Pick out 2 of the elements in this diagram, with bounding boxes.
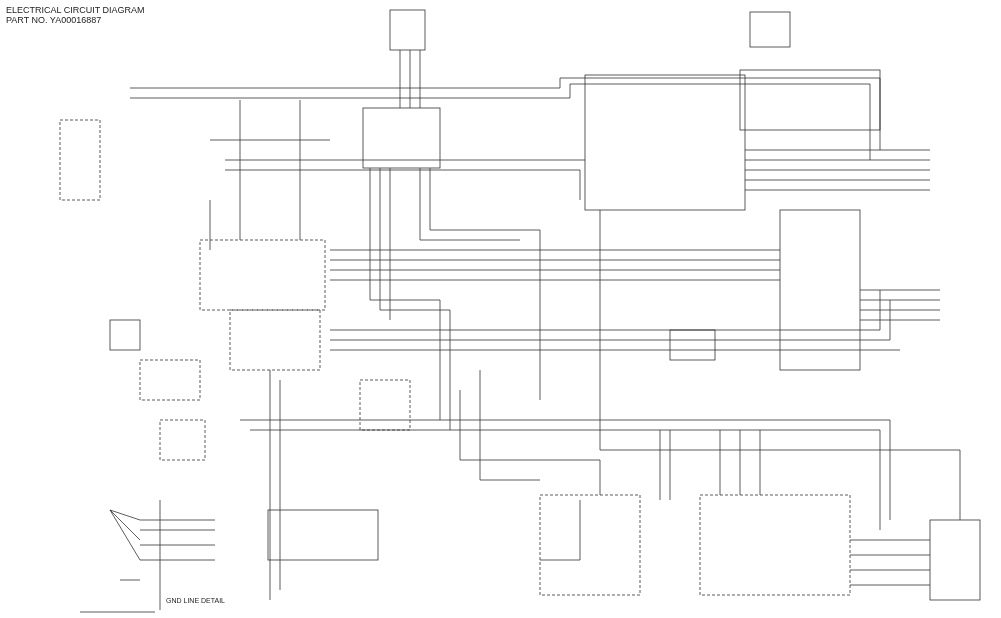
diagram-title: ELECTRICAL CIRCUIT DIAGRAM bbox=[6, 5, 145, 15]
part-number: PART NO. YA00016887 bbox=[6, 15, 102, 25]
